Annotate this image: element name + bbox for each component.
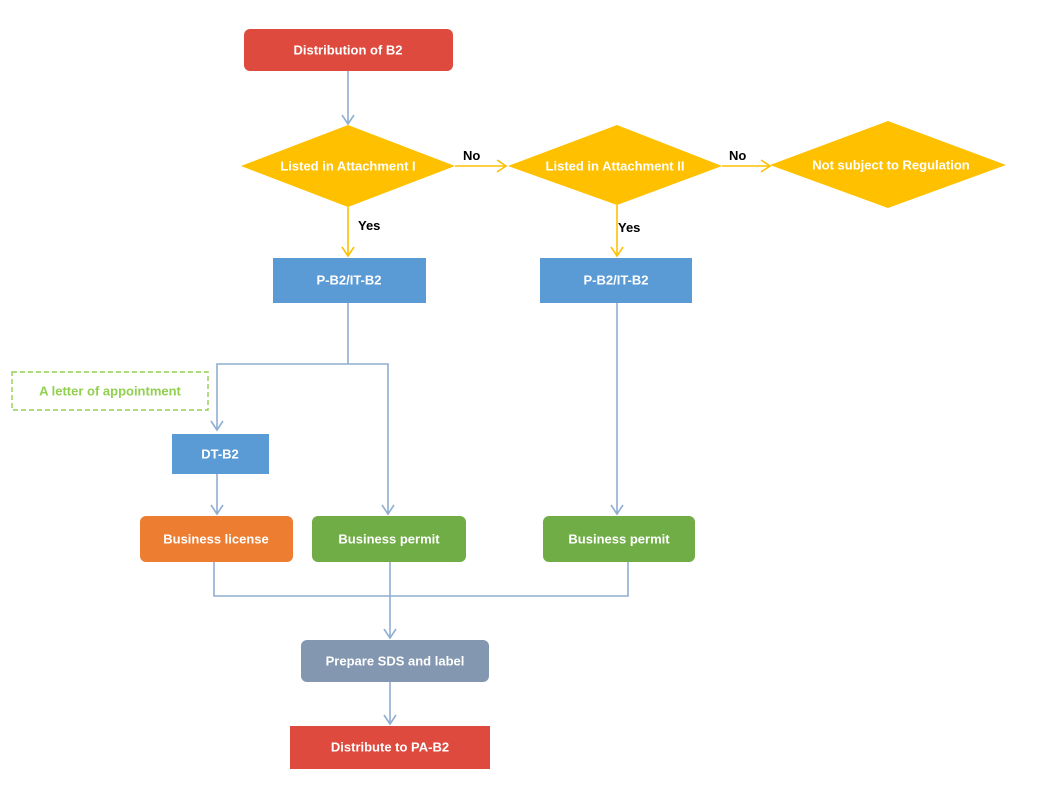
node-pb2-right[interactable]: P-B2/IT-B2 <box>540 258 692 303</box>
connectors <box>210 71 772 726</box>
edge-label-yes-2: Yes <box>618 220 640 235</box>
decision-listed-attachment-2[interactable]: Listed in Attachment II <box>508 125 722 205</box>
connector-pb2-to-permit-left <box>348 363 395 516</box>
decision-label-not-subject: Not subject to Regulation <box>812 158 970 173</box>
connector-pb2-to-dt <box>210 363 348 432</box>
node-distribute-pa[interactable]: Distribute to PA-B2 <box>290 726 490 769</box>
node-label-pb2-left: P-B2/IT-B2 <box>316 273 381 288</box>
edge-label-no-2: No <box>729 148 746 163</box>
decision-listed-attachment-1[interactable]: Listed in Attachment I <box>241 125 455 207</box>
edge-labels: No No Yes Yes <box>358 148 746 235</box>
node-distribution-b2[interactable]: Distribution of B2 <box>244 29 453 71</box>
edge-label-no-1: No <box>463 148 480 163</box>
node-label-pb2-right: P-B2/IT-B2 <box>583 273 648 288</box>
node-label-prepare-sds: Prepare SDS and label <box>326 654 465 669</box>
node-label-distribute-pa: Distribute to PA-B2 <box>331 740 449 755</box>
node-business-license[interactable]: Business license <box>140 516 293 562</box>
node-pb2-left[interactable]: P-B2/IT-B2 <box>273 258 426 303</box>
node-prepare-sds[interactable]: Prepare SDS and label <box>301 640 489 682</box>
decision-label-attachment-2: Listed in Attachment II <box>546 159 685 174</box>
decision-label-attachment-1: Listed in Attachment I <box>280 159 415 174</box>
node-dt-b2[interactable]: DT-B2 <box>172 434 269 474</box>
edge-label-yes-1: Yes <box>358 218 380 233</box>
node-label-distribution-b2: Distribution of B2 <box>293 43 402 58</box>
node-label-business-license: Business license <box>163 532 269 547</box>
node-business-permit-left[interactable]: Business permit <box>312 516 466 562</box>
note-label-letter: A letter of appointment <box>39 384 181 399</box>
node-label-business-permit-right: Business permit <box>568 532 670 547</box>
node-label-business-permit-left: Business permit <box>338 532 440 547</box>
decision-not-subject[interactable]: Not subject to Regulation <box>770 121 1006 208</box>
connector-merge-bar <box>213 562 629 597</box>
node-business-permit-right[interactable]: Business permit <box>543 516 695 562</box>
note-letter-of-appointment: A letter of appointment <box>11 371 209 411</box>
node-label-dt-b2: DT-B2 <box>201 447 239 462</box>
